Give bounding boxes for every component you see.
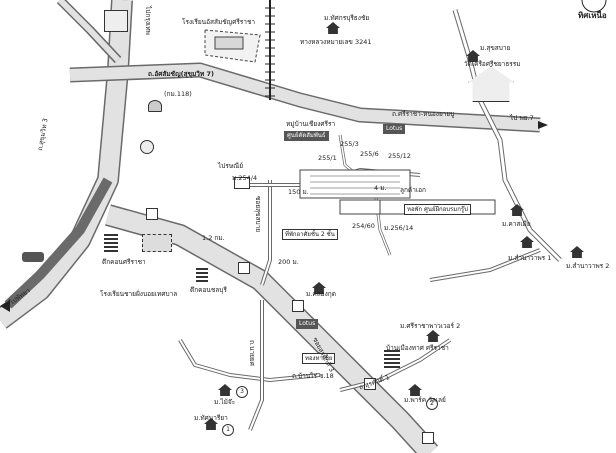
school-building-icon [204, 29, 261, 63]
arrow-right-icon [538, 121, 548, 129]
envelope-icon [234, 177, 250, 189]
convenience-store-icon [422, 432, 434, 444]
red-sign-tag: ทองทาเช็ย [302, 353, 336, 364]
label-highway-3241: ทางหลวงหมายเลข 3241 [300, 38, 372, 46]
compass-label: ทิศเหนือ [578, 11, 607, 20]
convenience-store-icon [238, 262, 250, 274]
label-school-2: โรงเรียนชายฝั่งบอยเทศบาล [100, 290, 178, 298]
house-icon [204, 418, 218, 430]
house-icon [22, 252, 44, 262]
training-center-tag: หอพัก ศูนย์ฝึกอบรมกรู๊ป [404, 204, 471, 215]
house-icon [408, 384, 422, 396]
label-m-sri-2: ม.ศรีราชาพาวเวอร์ 2 [400, 322, 461, 330]
label-sukhumvit-7: ถ.อัศสัมชัญ(สุขุมวิท 7) [148, 70, 214, 78]
village-office-tag: ศูนย์ตัดสัมพันธ์ [284, 131, 329, 141]
house-icon [426, 330, 440, 342]
label-255-12: 255/12 [388, 152, 411, 160]
lotus-tag: Lotus [383, 124, 406, 134]
oil-drop-icon [140, 140, 154, 154]
convenience-store-icon [146, 208, 158, 220]
house-icon [520, 236, 534, 248]
label-m-siri-1: ม.สำนาวาพร 1 [508, 254, 552, 262]
convenience-store-icon [364, 378, 376, 390]
label-m-kaeo: ม.คาสเมีย [502, 220, 531, 228]
number-badge-3: 3 [236, 386, 248, 398]
house-icon [510, 204, 524, 216]
tower-icon [384, 350, 400, 368]
tower-icon [104, 234, 118, 252]
label-m-ruam: ม.ทัศกรบุรีธงชัย [324, 14, 370, 22]
label-255-1: 255/1 [318, 154, 337, 162]
number-badge-1: 1 [222, 424, 234, 436]
house-icon [326, 22, 340, 34]
label-4m: 4 ม. [374, 184, 387, 192]
label-m-mai: ม.ไม้จ๊ะ [214, 398, 236, 406]
label-ban-muang: บ้านเมืองทาศ ศรีราชา [386, 344, 449, 352]
label-soi-suksabai: ซอยสุขสบาย [254, 196, 262, 233]
label-255-3: 255/3 [340, 140, 359, 148]
label-m-suksabai: ม.สุขสบาย [480, 44, 511, 52]
label-256-14: ม.256/14 [384, 224, 414, 232]
label-150m: 150 ม. [288, 188, 309, 196]
label-post-office: ไปรษณีย์ [218, 162, 244, 170]
railway-icon [265, 0, 275, 100]
label-tower-1: ตึกคอนศรีราชา [102, 258, 146, 266]
label-254-4: ม.254/4 [232, 174, 258, 182]
house-icon [570, 246, 584, 258]
label-km118: (กม.118) [164, 90, 192, 98]
label-soi-bun-18: ถ.บ้านไร่ ซ.18 [292, 372, 334, 380]
label-villa: หมู่บ้านเชียงศรีรา [286, 120, 336, 128]
school-building-icon [142, 234, 172, 252]
label-market: ลูกค้าเอก [400, 186, 426, 194]
label-wat: วัดเครือศรีชยาธรรม [464, 60, 521, 68]
shell-icon [148, 100, 162, 112]
label-1-2km: 1.2 กม. [202, 234, 225, 242]
apartment-tag: ที่พักอาศัยชั้น 2 ชั้น [282, 229, 338, 240]
label-m-wachira: ม.พาร์ค วัลเลย์ [404, 396, 446, 404]
label-to-pattaya-7: ไป พย.7 [510, 114, 534, 122]
label-254-60: 254/60 [352, 222, 375, 230]
label-255-6: 255/6 [360, 150, 379, 158]
lotus-tag-2: Lotus [296, 319, 319, 329]
label-tower-2: ตึกคอนชลบุรี [190, 286, 227, 294]
house-icon [466, 50, 480, 62]
label-to-bangkok: ไปกรุงเทพ [144, 6, 152, 35]
house-icon [218, 384, 232, 396]
label-m-central-1: ม.คลองกุด [306, 290, 336, 298]
label-soi-nai-yot: ถ.นายยศ [248, 340, 256, 366]
label-school-assumption: โรงเรียนอัสสัมชัญศรีราชา [182, 18, 256, 26]
logo-icon [104, 10, 128, 32]
tower-icon [196, 266, 208, 282]
convenience-store-icon [292, 300, 304, 312]
number-badge-2: 2 [426, 398, 438, 410]
label-200m: 200 ม. [278, 258, 299, 266]
label-m-chonburi-1: ม.ทัศนารียา [194, 414, 228, 422]
house-icon [312, 282, 326, 294]
compass-icon [581, 0, 607, 13]
label-m-siri-2: ม.สำนาวาพร 2 [566, 262, 610, 270]
arrow-left-icon [0, 300, 10, 312]
label-sriracha-nong-yai: ถ.ศรีราชา-หนองยายบู [392, 110, 455, 118]
road-to-pattaya [4, 177, 113, 309]
